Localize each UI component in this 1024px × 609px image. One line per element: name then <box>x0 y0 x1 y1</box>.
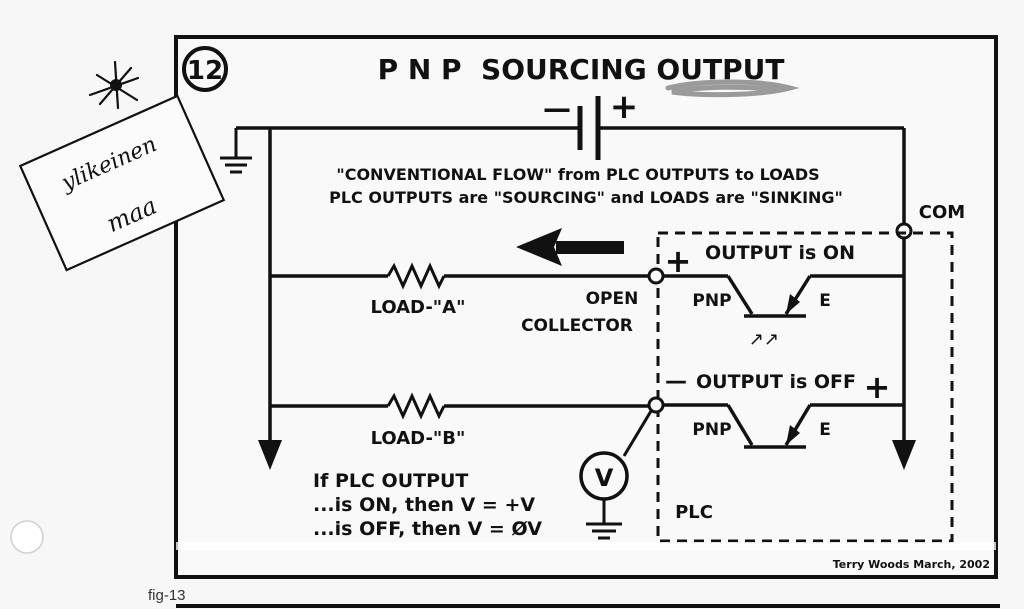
load-b-resistor <box>386 392 446 420</box>
output-a-terminal <box>647 267 665 285</box>
load-a-resistor <box>386 262 446 290</box>
sticky-note <box>18 94 226 272</box>
com-terminal <box>895 222 913 240</box>
battery-symbol <box>577 96 601 160</box>
figure-caption: fig-13 <box>148 587 186 604</box>
battery-minus: — <box>543 92 571 125</box>
note-line-2: PLC OUTPUTS are "SOURCING" and LOADS are… <box>329 188 843 207</box>
panel-number-circle <box>182 46 228 92</box>
star-doodle <box>88 60 140 110</box>
transistor-a-emitter-arrow <box>786 294 800 314</box>
title-scribble <box>665 79 800 98</box>
credit: Terry Woods March, 2002 <box>833 558 990 571</box>
open-label: OPEN <box>586 289 639 309</box>
e-a-label: E <box>819 291 831 311</box>
plc-box <box>656 231 954 543</box>
e-b-label: E <box>819 420 831 440</box>
voltmeter-label: V <box>595 464 614 492</box>
battery-plus: + <box>610 87 639 127</box>
output-on-plus: + <box>665 242 692 280</box>
transistor-b-emitter-arrow <box>786 425 800 445</box>
ground-symbol-top <box>220 128 252 174</box>
transistor-a <box>663 274 904 318</box>
panel-number: 12 <box>187 56 223 86</box>
condition-line-2: ...is ON, then V = +V <box>313 494 535 516</box>
pnp-a-label: PNP <box>692 291 731 311</box>
ground-symbol-meter <box>586 499 622 540</box>
left-rail-arrow <box>258 440 282 470</box>
load-b-label: LOAD-"B" <box>371 428 466 449</box>
flow-arrow <box>516 228 624 266</box>
output-off-label: OUTPUT is OFF <box>696 371 856 393</box>
collector-label: COLLECTOR <box>521 316 633 336</box>
condition-line-3: ...is OFF, then V = ØV <box>313 518 542 540</box>
condition-line-1: If PLC OUTPUT <box>313 470 468 492</box>
hole-punch <box>10 520 44 554</box>
light-arrows: ↗↗ <box>749 329 779 350</box>
load-a-label: LOAD-"A" <box>370 297 465 318</box>
right-rail-arrow <box>892 440 916 470</box>
voltmeter-lead <box>622 410 653 457</box>
output-b-terminal <box>647 396 665 414</box>
output-on-label: OUTPUT is ON <box>705 242 855 264</box>
output-off-minus: — <box>665 369 687 394</box>
note-line-1: "CONVENTIONAL FLOW" from PLC OUTPUTS to … <box>336 165 819 184</box>
pnp-b-label: PNP <box>692 420 731 440</box>
plc-label: PLC <box>675 502 713 523</box>
com-label: COM <box>919 202 965 223</box>
output-off-plus: + <box>864 368 891 406</box>
page-gap <box>176 542 996 550</box>
